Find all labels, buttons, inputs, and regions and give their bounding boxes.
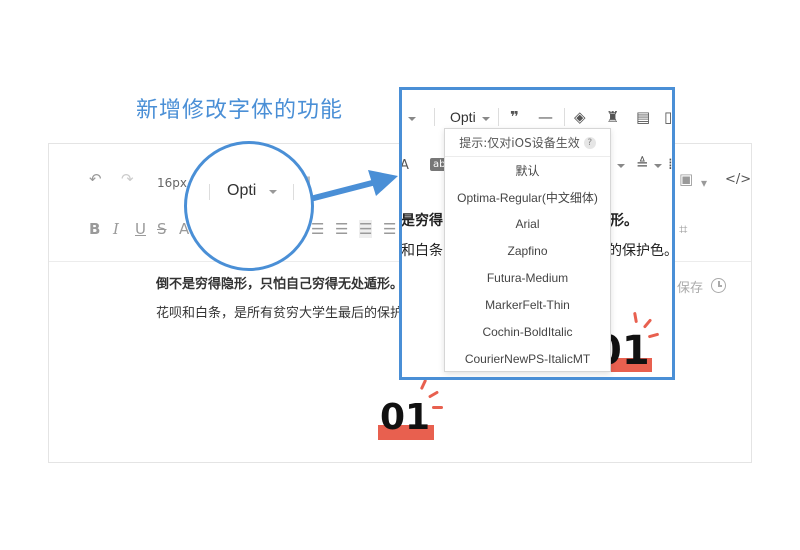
- help-icon[interactable]: ?: [583, 136, 596, 149]
- content-line-1[interactable]: 倒不是穷得隐形，只怕自己穷得无处遁形。: [156, 277, 404, 292]
- align-justify-icon[interactable]: ☰: [359, 220, 373, 238]
- pointer-arrow: [311, 170, 398, 201]
- chevron-down-icon[interactable]: [269, 190, 277, 194]
- save-link[interactable]: 保存: [677, 281, 704, 296]
- dropdown-hint: 提示:仅对iOS设备生效 ?: [445, 129, 610, 157]
- align-left-icon[interactable]: ☰: [311, 220, 325, 238]
- font-family-select[interactable]: Opti: [227, 182, 257, 199]
- quote-icon[interactable]: ❞: [510, 108, 519, 126]
- badge-number: 01: [380, 397, 431, 438]
- text-color-icon[interactable]: A: [179, 220, 190, 238]
- font-option-default[interactable]: 默认: [515, 163, 540, 178]
- text-color-icon[interactable]: A: [400, 158, 409, 173]
- toolbar-divider: [498, 108, 499, 126]
- font-option-futura[interactable]: Futura-Medium: [486, 271, 569, 285]
- code-view-icon[interactable]: </>: [725, 172, 752, 187]
- number-badge: 01: [378, 378, 443, 440]
- font-family-dropdown: 提示:仅对iOS设备生效 ? 默认 Optima-Regular(中文细体) A…: [444, 128, 611, 372]
- badge-ray: [427, 390, 440, 399]
- toolbar-divider: [209, 184, 210, 200]
- redo-icon[interactable]: ↷: [121, 170, 134, 188]
- paint-bucket-icon[interactable]: ◈: [574, 108, 586, 126]
- template-icon[interactable]: ▤: [636, 108, 651, 126]
- font-option-zapfino[interactable]: Zapfino: [507, 244, 548, 259]
- zoomed-toolbar-panel: Opti ❞ — ◈ ♜ ▤ ▯ A ab ≜ ⁞ 是穷得 遁形。 和白条 的保…: [399, 87, 675, 380]
- toolbar-divider: [293, 184, 294, 200]
- font-option-optima[interactable]: Optima-Regular(中文细体): [457, 190, 598, 205]
- magnifier-circle: Opti: [184, 141, 314, 271]
- italic-icon[interactable]: I: [113, 220, 119, 238]
- chevron-down-icon[interactable]: [617, 164, 625, 168]
- highlight-icon[interactable]: ab: [430, 158, 449, 171]
- horizontal-rule-icon[interactable]: —: [538, 108, 553, 126]
- font-option-arial[interactable]: Arial: [515, 217, 540, 232]
- feature-headline: 新增修改字体的功能: [136, 98, 344, 123]
- image-dropdown-icon[interactable]: ▾: [701, 176, 708, 190]
- align-center-icon[interactable]: ☰: [335, 220, 349, 238]
- clear-format-icon[interactable]: ♜: [606, 108, 620, 126]
- zoomed-toolbar: Opti ❞ — ◈ ♜ ▤ ▯: [402, 90, 672, 130]
- zoom-content-line-1-start[interactable]: 是穷得: [401, 213, 443, 229]
- badge-bar: [378, 425, 434, 440]
- bold-icon[interactable]: B: [89, 220, 101, 238]
- badge-ray: [633, 311, 638, 324]
- image-icon[interactable]: ▣: [679, 170, 694, 188]
- toolbar-divider: [434, 108, 435, 126]
- zoom-content-line-2-end[interactable]: 的保护色。: [608, 243, 675, 259]
- clock-icon[interactable]: [711, 278, 726, 293]
- font-option-markerfelt[interactable]: MarkerFelt-Thin: [485, 297, 570, 312]
- undo-icon[interactable]: ↶: [89, 170, 102, 188]
- font-option-cochin[interactable]: Cochin-BoldItalic: [482, 324, 573, 339]
- document-icon[interactable]: ▯: [664, 108, 673, 126]
- font-option-couriernew[interactable]: CourierNewPS-ItalicMT: [464, 351, 591, 366]
- fullscreen-icon[interactable]: ⌗: [679, 220, 688, 238]
- font-size-select[interactable]: 16px: [157, 176, 187, 190]
- toolbar-divider: [564, 108, 565, 126]
- badge-ray: [432, 406, 443, 409]
- indent-icon[interactable]: ⁞: [668, 155, 673, 173]
- content-line-2[interactable]: 花呗和白条，是所有贫穷大学生最后的保护色。: [156, 306, 430, 321]
- chevron-down-icon[interactable]: [482, 117, 490, 121]
- line-height-icon[interactable]: ≜: [636, 155, 649, 173]
- chevron-down-icon[interactable]: [654, 164, 662, 168]
- underline-icon[interactable]: U: [135, 220, 146, 238]
- zoom-content-line-2-start[interactable]: 和白条: [401, 243, 443, 259]
- strikethrough-icon[interactable]: S: [157, 220, 167, 238]
- align-right-icon[interactable]: ☰: [383, 220, 397, 238]
- font-family-select[interactable]: Opti: [450, 109, 476, 125]
- dropdown-hint-text: 提示:仅对iOS设备生效: [459, 136, 580, 150]
- chevron-down-icon[interactable]: [408, 117, 416, 121]
